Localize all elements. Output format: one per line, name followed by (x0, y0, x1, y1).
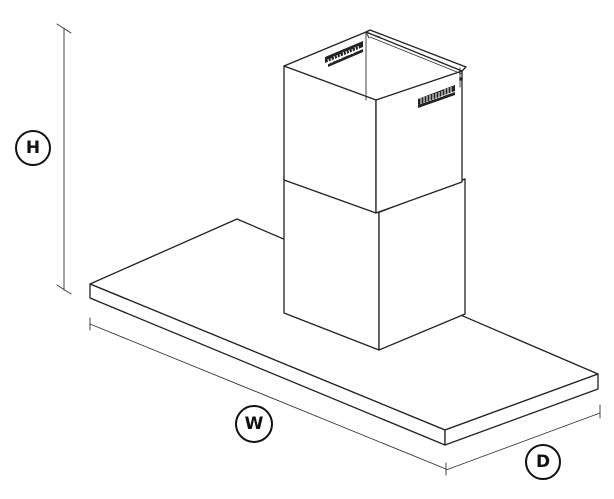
depth-dimension-line (445, 404, 601, 471)
height-label: H (15, 130, 51, 166)
height-label-text: H (26, 138, 40, 158)
width-dimension-line (89, 317, 447, 476)
depth-label: D (525, 444, 561, 480)
chimney-upper (283, 29, 467, 214)
width-label: W (235, 405, 273, 443)
vent-slots-right (418, 85, 455, 108)
depth-label-text: D (536, 452, 550, 472)
chimney-lower (283, 175, 466, 351)
vent-slots-left (325, 41, 363, 67)
height-dimension-line (56, 23, 72, 295)
width-label-text: W (245, 414, 264, 434)
